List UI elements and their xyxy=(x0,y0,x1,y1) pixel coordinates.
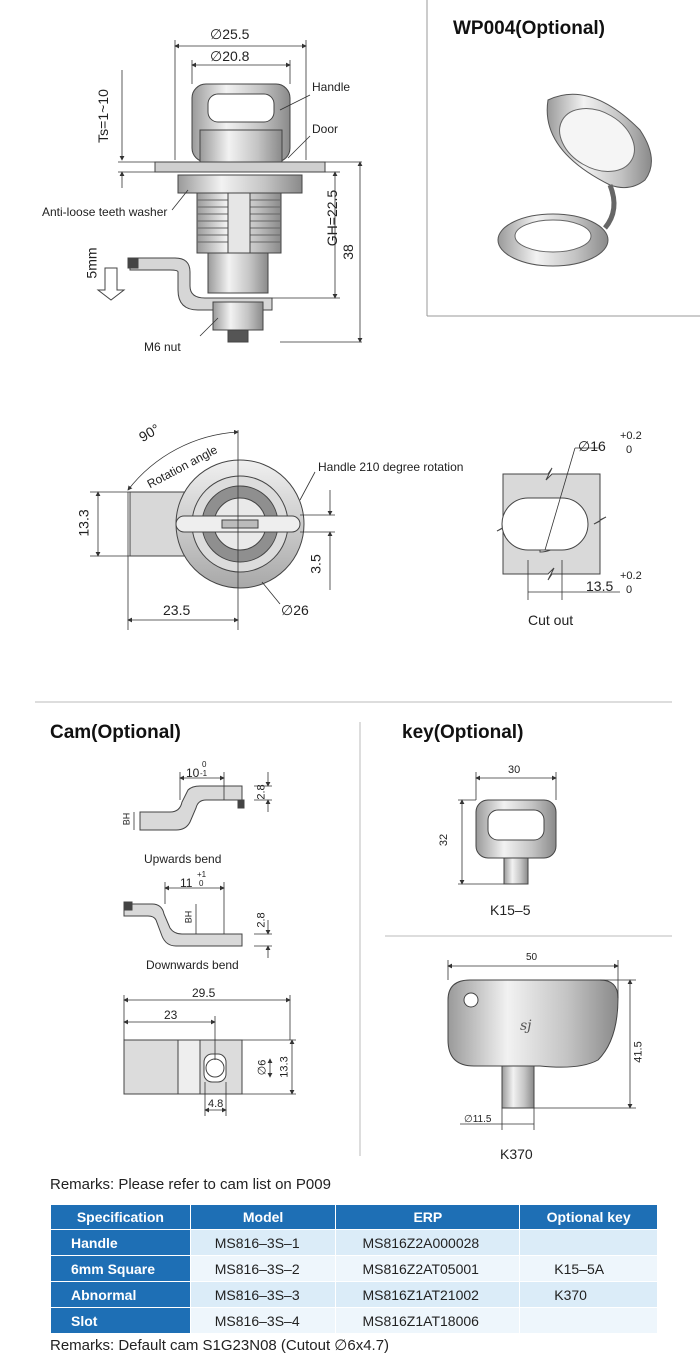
cam-up-caption: Upwards bend xyxy=(144,852,222,866)
travel-arrow-icon xyxy=(96,267,126,301)
cam-flat-length: 23 xyxy=(164,1008,178,1022)
key-k370-diameter: ∅11.5 xyxy=(464,1114,492,1125)
cam-down-thickness: 2.8 xyxy=(255,912,268,928)
cell-erp: MS816Z1AT18006 xyxy=(335,1307,521,1334)
dim-total-length: 38 xyxy=(339,244,356,260)
cam-up-bh: BH xyxy=(121,812,132,826)
cam-down-dim: 11 xyxy=(180,876,193,890)
cutout-flat: 13.5 xyxy=(586,578,614,594)
dim-front-diameter: ∅26 xyxy=(281,602,309,618)
cutout-diameter-tol-upper: +0.2 xyxy=(620,430,642,442)
cell-model: MS816–3S–2 xyxy=(189,1255,337,1282)
key-k370-dimensions xyxy=(447,960,636,1130)
key-k15-5-dimensions xyxy=(458,772,557,885)
cam-down-tol-lower: 0 xyxy=(199,879,204,888)
front-view-dimensions xyxy=(90,429,335,630)
table-row: 6mm Square MS816–3S–2 MS816Z2AT05001 K15… xyxy=(50,1255,658,1282)
cell-erp: MS816Z2A000028 xyxy=(335,1229,521,1256)
label-m6-nut: M6 nut xyxy=(144,340,181,354)
dim-thickness: Ts=1~10 xyxy=(94,89,111,143)
cell-model: MS816–3S–4 xyxy=(189,1307,337,1334)
cam-flat-width: 13.3 xyxy=(278,1056,291,1078)
cutout-flat-tol-upper: +0.2 xyxy=(620,570,642,582)
cell-key: K370 xyxy=(519,1281,658,1308)
cam-flat-hole: ∅6 xyxy=(256,1059,269,1076)
header-optional-key: Optional key xyxy=(519,1204,658,1230)
key-k15-width: 30 xyxy=(508,764,521,776)
cutout-drawing xyxy=(496,447,620,600)
accessory-panel xyxy=(426,0,700,317)
cell-erp: MS816Z1AT21002 xyxy=(335,1281,521,1308)
header-model: Model xyxy=(189,1204,337,1230)
lock-side-view xyxy=(127,83,326,343)
cutout-diameter: ∅16 xyxy=(578,438,606,454)
key-k15-name: K15–5 xyxy=(490,902,531,918)
cam-title: Cam(Optional) xyxy=(50,722,181,743)
dim-grip-height: GH=22.5 xyxy=(324,189,341,247)
dim-front-height: 13.3 xyxy=(75,509,92,537)
cam-downwards-bend xyxy=(123,901,243,947)
cam-down-tol-upper: +1 xyxy=(197,870,207,879)
cell-model: MS816–3S–3 xyxy=(189,1281,337,1308)
key-k370-name: K370 xyxy=(500,1146,533,1162)
accessory-title: WP004(Optional) xyxy=(453,18,606,39)
cam-down-caption: Downwards bend xyxy=(146,958,239,972)
cell-key xyxy=(519,1229,658,1256)
cam-flat-edge: 4.8 xyxy=(208,1098,224,1110)
cam-up-tol-upper: 0 xyxy=(202,760,207,769)
cam-up-thickness: 2.8 xyxy=(255,784,268,800)
header-specification: Specification xyxy=(50,1204,191,1230)
label-handle: Handle xyxy=(312,80,351,94)
key-k370-width: 50 xyxy=(526,952,538,963)
key-k370-logo: sj xyxy=(520,1018,532,1034)
cell-spec: 6mm Square xyxy=(50,1255,191,1282)
dim-outer-diameter: ∅25.5 xyxy=(210,26,250,42)
table-row: Slot MS816–3S–4 MS816Z1AT18006 xyxy=(50,1307,658,1334)
label-washer: Anti-loose teeth washer xyxy=(42,205,168,219)
key-k370-height: 41.5 xyxy=(632,1041,645,1063)
cam-dimensions xyxy=(123,772,296,1116)
cell-erp: MS816Z2AT05001 xyxy=(335,1255,521,1282)
remarks-bottom: Remarks: Default cam S1G23N08 (Cutout ∅6… xyxy=(50,1337,390,1354)
cam-upwards-bend xyxy=(139,785,245,831)
key-k370-drawing xyxy=(447,979,619,1109)
cam-up-dim: 10 xyxy=(186,766,200,780)
remarks-top: Remarks: Please refer to cam list on P00… xyxy=(50,1176,331,1193)
table-row: Handle MS816–3S–1 MS816Z2A000028 xyxy=(50,1229,658,1256)
key-title: key(Optional) xyxy=(402,722,524,743)
dim-inner-diameter: ∅20.8 xyxy=(210,48,250,64)
header-erp: ERP xyxy=(335,1204,521,1230)
cell-key: K15–5A xyxy=(519,1255,658,1282)
cam-up-tol-lower: -1 xyxy=(200,769,208,778)
cell-spec: Handle xyxy=(50,1229,191,1256)
cell-model: MS816–3S–1 xyxy=(189,1229,337,1256)
key-k15-height: 32 xyxy=(438,833,451,847)
dim-travel: 5mm xyxy=(83,247,100,279)
cam-down-bh: BH xyxy=(183,910,194,924)
cam-flat-total: 29.5 xyxy=(192,986,216,1000)
spec-table-header: Specification Model ERP Optional key xyxy=(50,1204,658,1230)
cell-spec: Abnormal xyxy=(50,1281,191,1308)
cell-spec: Slot xyxy=(50,1307,191,1334)
table-row: Abnormal MS816–3S–3 MS816Z1AT21002 K370 xyxy=(50,1281,658,1308)
cam-flat-plan xyxy=(123,1039,243,1095)
cutout-caption: Cut out xyxy=(528,612,574,628)
cutout-flat-tol-lower: 0 xyxy=(626,584,633,596)
spec-table: Specification Model ERP Optional key Han… xyxy=(50,1204,658,1334)
cell-key xyxy=(519,1307,658,1334)
label-door: Door xyxy=(312,122,339,136)
key-k15-5-drawing xyxy=(475,799,557,885)
dim-front-width: 23.5 xyxy=(163,602,191,618)
cutout-diameter-tol-lower: 0 xyxy=(626,444,633,456)
label-handle-rotation: Handle 210 degree rotation xyxy=(318,460,464,474)
dim-front-offset: 3.5 xyxy=(307,554,324,574)
side-view-dimensions xyxy=(118,40,363,343)
